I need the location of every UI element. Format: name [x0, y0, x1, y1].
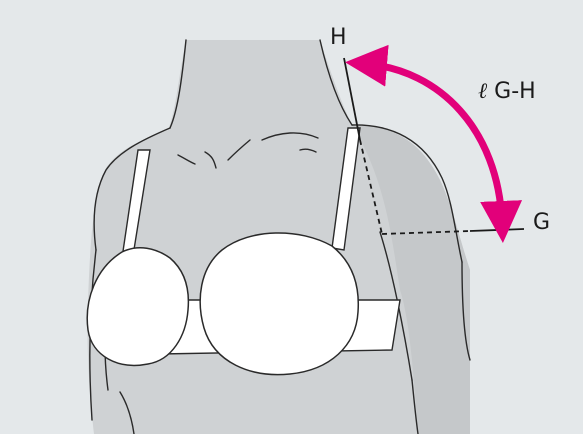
- bra-cup-right: [200, 233, 358, 375]
- label-angle: ℓ G-H: [478, 79, 536, 104]
- label-g: G: [533, 210, 550, 235]
- label-h: H: [330, 25, 347, 50]
- label-angle-prefix: ℓ: [478, 79, 488, 104]
- label-angle-text: G-H: [494, 79, 536, 104]
